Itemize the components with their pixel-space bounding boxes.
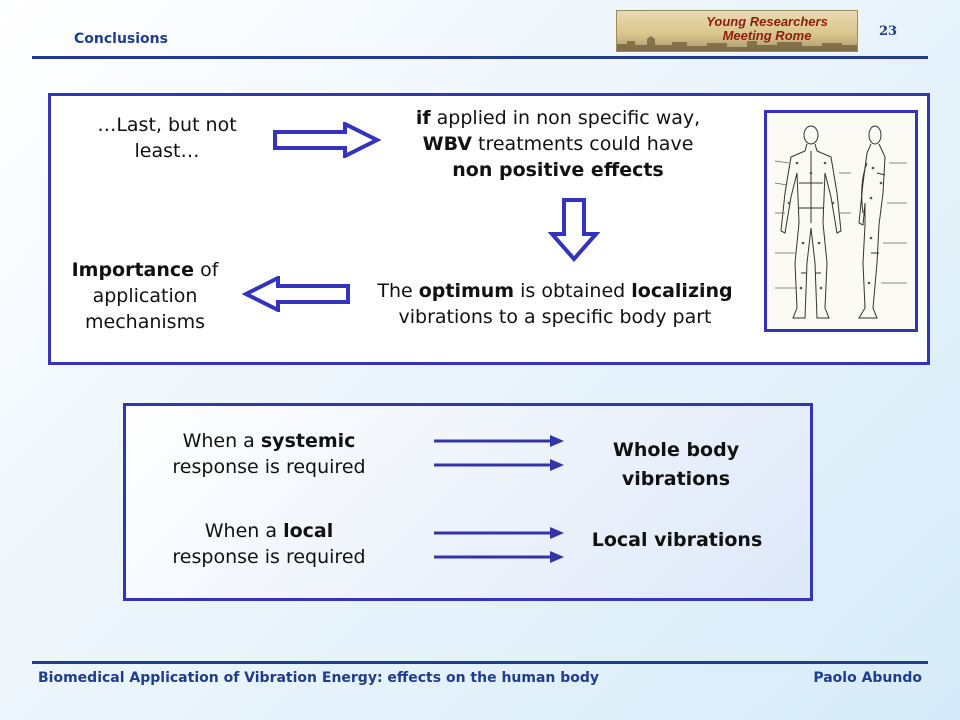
- left-arrow-icon: [242, 276, 350, 312]
- optimum-part5: vibrations to a specific body part: [398, 306, 712, 328]
- systemic-part3: response is required: [172, 456, 366, 478]
- statement-wbv: WBV: [422, 133, 472, 155]
- local-condition: When a local response is required: [150, 518, 388, 570]
- systemic-part1: When a: [182, 430, 261, 452]
- statement-part2: applied in non specific way,: [430, 107, 701, 129]
- down-arrow-icon: [548, 198, 600, 262]
- right-arrow-icon: [273, 122, 381, 158]
- wbv-statement: if applied in non specific way, WBV trea…: [378, 105, 738, 183]
- importance-statement: Importance of application mechanisms: [50, 257, 240, 335]
- local-part1: When a: [204, 520, 284, 542]
- optimum-statement: The optimum is obtained localizing vibra…: [345, 278, 765, 330]
- section-title: Conclusions: [74, 31, 168, 47]
- page-number: 23: [878, 24, 898, 39]
- optimum-keyword: optimum: [418, 280, 515, 302]
- footer-author: Paolo Abundo: [813, 670, 922, 686]
- optimum-part3: is obtained: [514, 280, 632, 302]
- whole-body-vibrations-label: Whole body vibrations: [612, 439, 740, 490]
- logo-text: Young Researchers Meeting Rome: [706, 14, 828, 43]
- header-divider: [32, 56, 928, 59]
- footer-divider: [32, 661, 928, 664]
- local-arrows-icon: [434, 527, 564, 563]
- conference-logo: Young Researchers Meeting Rome: [616, 10, 858, 52]
- last-but-not-least-text: …Last, but not least…: [97, 114, 237, 162]
- statement-if: if: [415, 107, 431, 129]
- body-diagram-figure: [764, 110, 918, 332]
- local-part3: response is required: [172, 546, 366, 568]
- importance-keyword: Importance: [71, 259, 195, 281]
- footer-title: Biomedical Application of Vibration Ener…: [38, 670, 600, 686]
- localizing-keyword: localizing: [631, 280, 733, 302]
- systemic-keyword: systemic: [260, 430, 356, 452]
- local-keyword: local: [283, 520, 334, 542]
- statement-part4: treatments could have: [471, 133, 694, 155]
- local-vibrations-label: Local vibrations: [591, 529, 763, 551]
- importance-rest: of application mechanisms: [85, 259, 219, 333]
- skyline-icon: [617, 36, 857, 51]
- systemic-arrows-icon: [434, 435, 564, 471]
- conclusion-box-bottom: [123, 403, 813, 601]
- statement-effects: non positive effects: [452, 159, 664, 181]
- systemic-condition: When a systemic response is required: [150, 428, 388, 480]
- optimum-part1: The: [377, 280, 419, 302]
- body-diagram-icon: [774, 125, 907, 319]
